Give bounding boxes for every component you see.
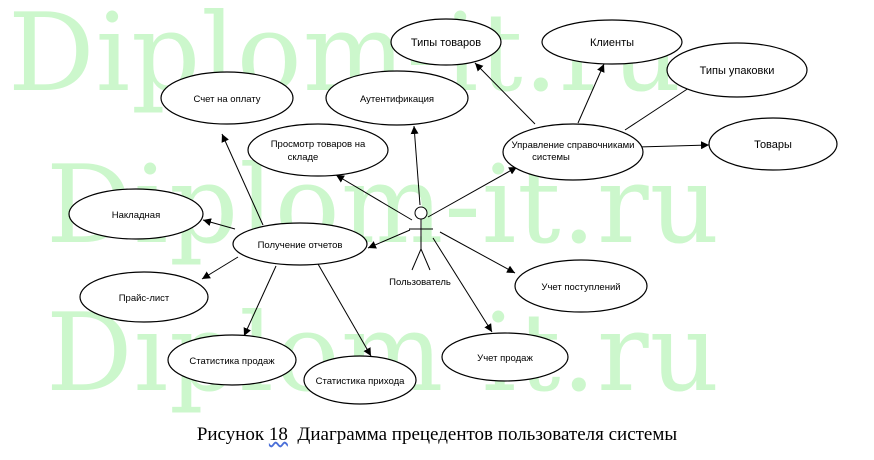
use-case-sales-accounting-label: Учет продаж [477,353,533,364]
use-case-receipts-accounting: Учет поступлений [514,259,648,313]
use-case-sales-stats-label: Статистика продаж [189,356,275,367]
arrow-manage-to-clients [577,63,605,124]
use-case-clients-label: Клиенты [590,37,634,49]
use-case-types-goods: Типы товаров [390,18,502,66]
use-case-authentication: Аутентификация [325,70,469,126]
use-case-get-reports-label: Получение отчетов [258,240,343,251]
arrow-manage-to-goods [637,141,710,150]
arrow-reports-to-price-list [201,256,239,280]
actor-user [409,206,433,271]
arrow-manage-to-packaging [624,81,699,131]
use-case-sales-accounting: Учет продаж [441,332,569,382]
arrow-actor-to-authentication [410,125,421,206]
use-case-manage-refs-label-2: системы [532,152,570,163]
use-cases: Типы товаров Клиенты Типы упаковки Товар… [68,18,838,405]
arrow-reports-to-invoice [221,133,264,226]
use-case-waybill-label: Накладная [112,210,160,221]
arrow-actor-to-get-reports [367,229,411,249]
use-case-price-list-label: Прайс-лист [119,293,170,304]
use-case-invoice-payment-label: Счет на оплату [193,94,260,105]
use-case-view-goods-label-2: складе [288,152,319,163]
caption-text: Диаграмма прецедентов пользователя систе… [287,424,678,445]
use-case-income-stats: Статистика прихода [303,355,417,405]
use-case-manage-refs-label-1: Управление справочниками [512,140,635,151]
use-case-waybill: Накладная [68,188,204,240]
arrow-actor-to-view-goods [335,174,413,221]
use-case-view-goods: Просмотр товаров на складе [247,123,389,177]
figure-caption: Рисунок 18 Диаграмма прецедентов пользов… [0,424,874,446]
caption-prefix: Рисунок [196,424,269,445]
use-case-packaging-types-label: Типы упаковки [700,65,775,77]
actor-head [414,206,428,220]
arrow-actor-to-sales-accounting [432,237,493,333]
use-case-view-goods-label-1: Просмотр товаров на [271,139,366,150]
use-case-sales-stats: Статистика продаж [167,334,297,386]
use-case-types-goods-label: Типы товаров [411,37,481,49]
arrow-actor-to-receipts [439,231,516,274]
associations [201,62,710,357]
use-case-get-reports: Получение отчетов [232,222,368,266]
use-case-income-stats-label: Статистика прихода [316,376,406,387]
actor-label: Пользователь [389,277,451,288]
arrow-reports-to-sales-stats [243,265,277,337]
use-case-invoice-payment: Счет на оплату [160,71,294,125]
use-case-receipts-accounting-label: Учет поступлений [541,282,620,293]
use-case-goods: Товары [708,117,838,171]
use-case-clients: Клиенты [541,19,683,65]
use-case-authentication-label: Аутентификация [360,94,434,105]
use-case-goods-label: Товары [754,139,792,151]
arrow-reports-to-waybill [202,218,236,230]
use-case-packaging-types: Типы упаковки [666,42,808,98]
use-case-price-list: Прайс-лист [79,271,209,323]
arrow-actor-to-manage-refs [427,166,518,218]
arrow-manage-to-types-goods [474,62,536,125]
arrow-reports-to-income-stats [317,263,372,357]
caption-number: 18 [268,424,288,445]
use-case-manage-refs: Управление справочниками системы [502,123,644,181]
